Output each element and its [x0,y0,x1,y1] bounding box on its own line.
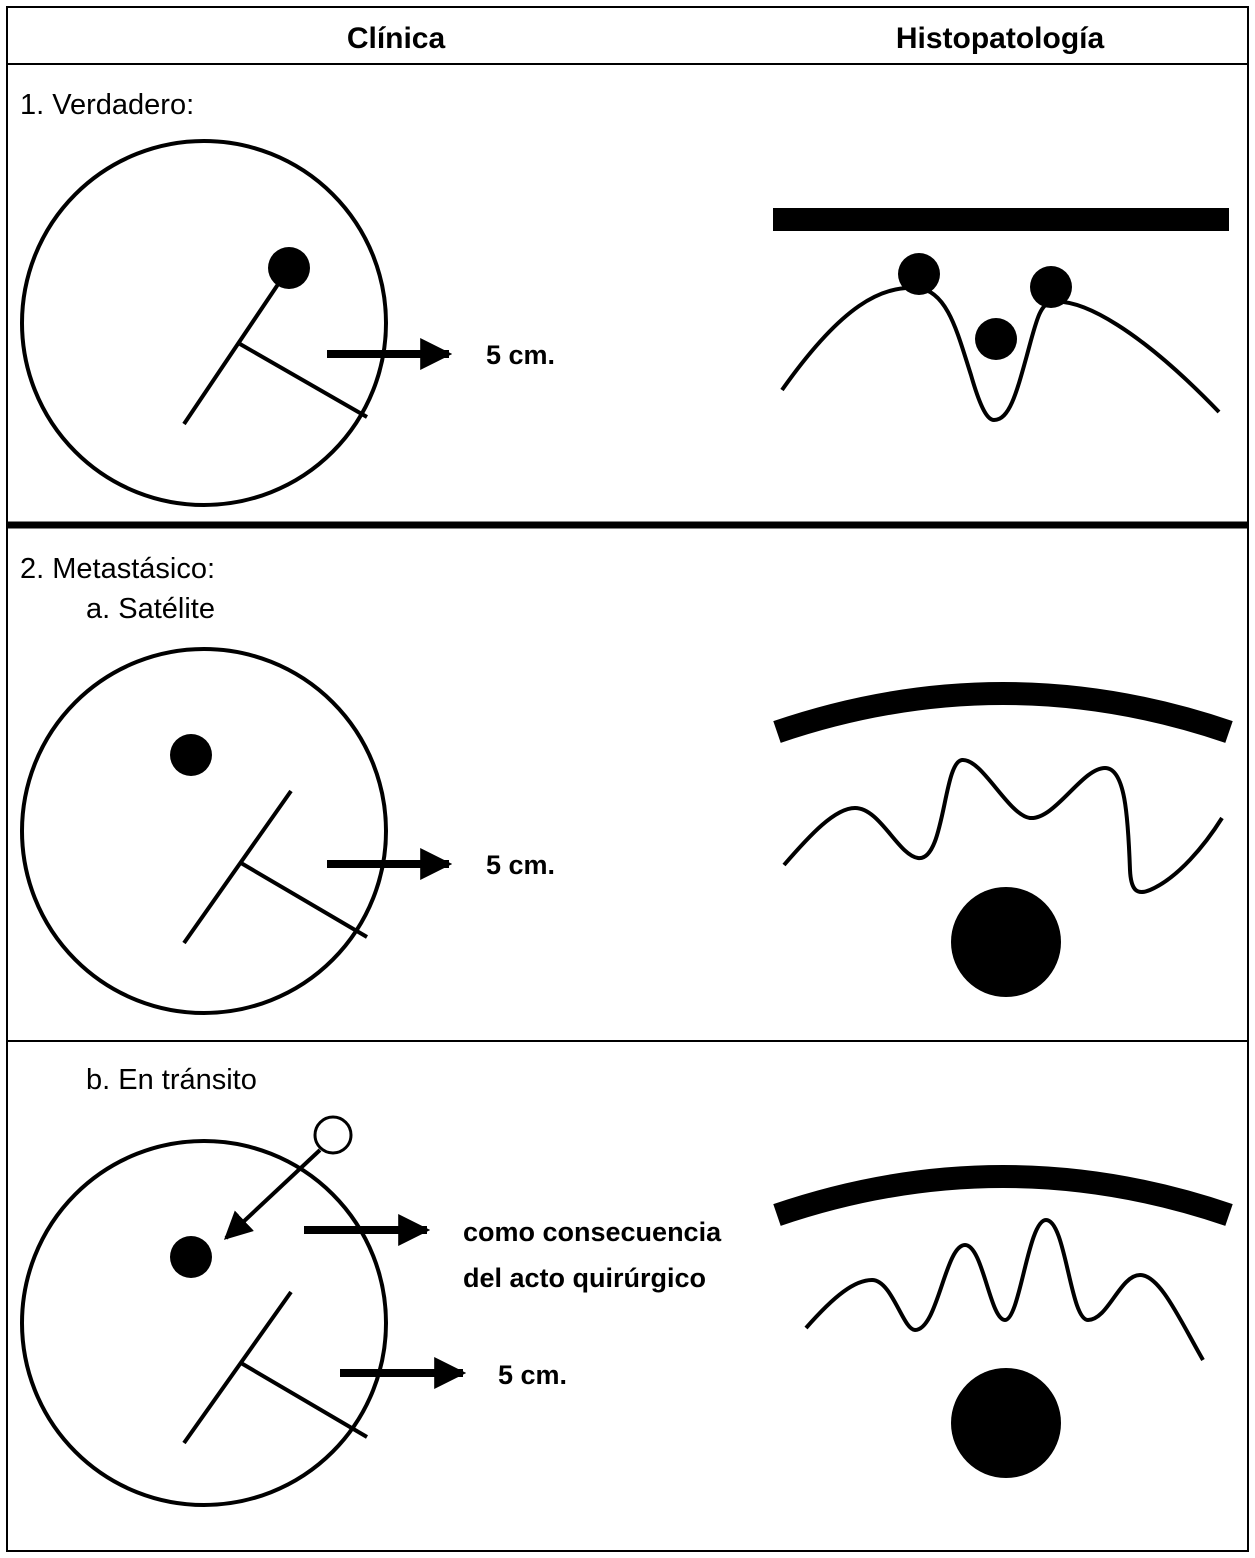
dermal-ridge-line [806,1220,1203,1360]
clinical-drawing-verdadero [22,141,449,505]
nodule [898,253,940,295]
epidermis-band [777,1177,1229,1216]
column-header-clinica: Clínica [347,22,446,55]
migration-arrow [226,1150,320,1238]
in-transit-nodule [170,1236,212,1278]
clinical-drawing-en-transito [22,1117,463,1505]
row-label-en-transito: b. En tránsito [86,1064,257,1096]
note-line-2: del acto quirúrgico [463,1263,706,1293]
histology-drawing-en-transito [777,1177,1229,1479]
distance-label-en-transito: 5 cm. [498,1360,567,1390]
row-label-metastasico: 2. Metastásico: [20,553,215,585]
nodule [1030,266,1072,308]
deep-nodule [951,1368,1061,1478]
scar-line [184,1292,291,1443]
epidermis-band [777,694,1229,733]
nodule [975,318,1017,360]
table-frame [7,7,1248,1551]
scar-line [184,791,291,943]
row-label-verdadero: 1. Verdadero: [20,89,194,121]
distance-label-satelite: 5 cm. [486,850,555,880]
histology-drawing-satelite [777,694,1229,998]
in-transit-origin-circle [315,1117,351,1153]
deep-nodule [951,887,1061,997]
note-line-1: como consecuencia [463,1217,722,1247]
distance-label-verdadero: 5 cm. [486,340,555,370]
lesion-circle [22,649,386,1013]
radius-line [241,863,367,937]
satellite-nodule [170,734,212,776]
histology-drawing-verdadero [773,208,1229,420]
dermal-ridge-line [784,760,1222,892]
lesion-circle [22,1141,386,1505]
epidermis-band [773,208,1229,231]
column-header-histopatologia: Histopatología [896,22,1105,55]
scar-line [184,268,289,424]
lesion-circle [22,141,386,505]
row-label-satelite: a. Satélite [86,593,215,625]
clinical-drawing-satelite [22,649,449,1013]
